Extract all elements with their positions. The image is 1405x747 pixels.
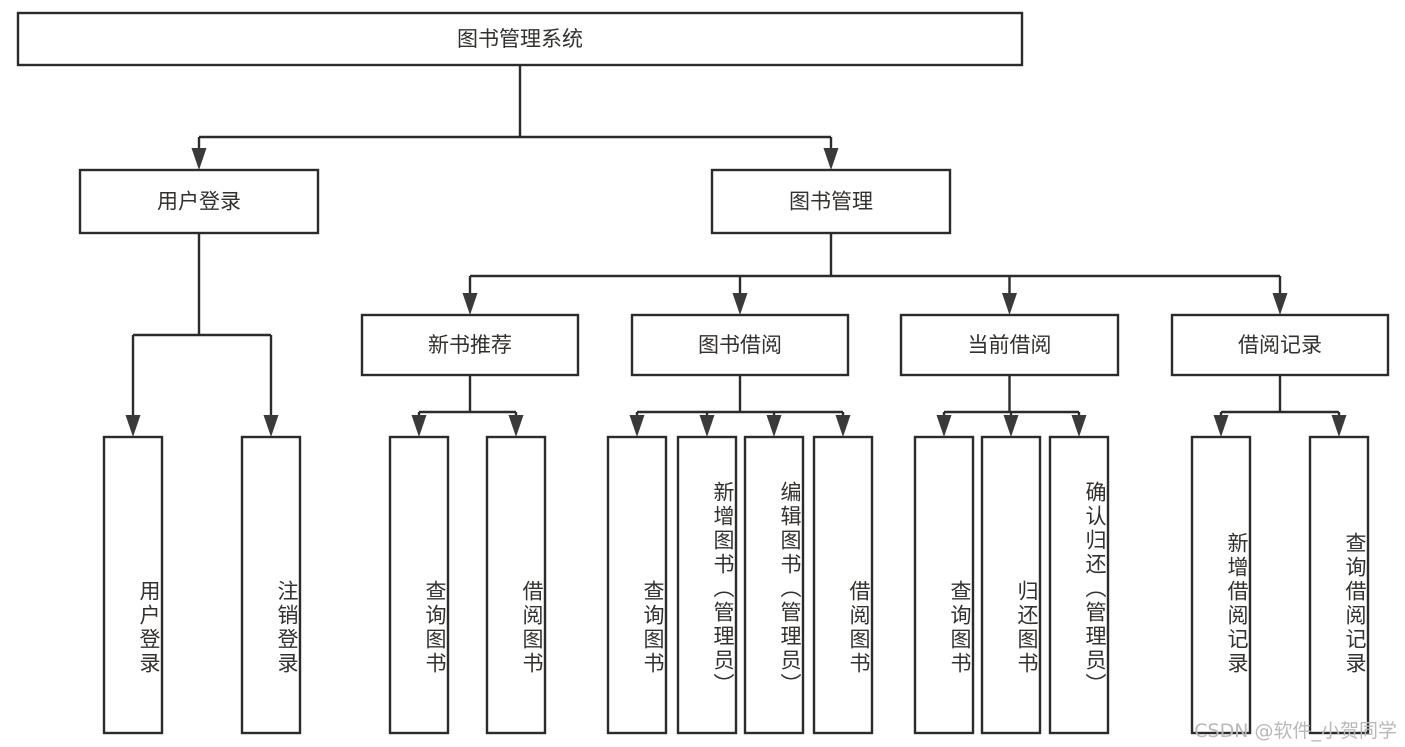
level3-node-label-2: 当前借阅 xyxy=(968,333,1052,357)
leaf-node-box[interactable] xyxy=(913,435,975,735)
level3-node-box-1[interactable] xyxy=(630,313,850,377)
arrow-head-icon xyxy=(411,415,427,437)
arrow-head-icon xyxy=(766,415,782,437)
connector-layer xyxy=(125,65,1347,437)
level2-node-box-0[interactable] xyxy=(78,168,320,235)
root-node-label: 图书管理系统 xyxy=(457,27,583,51)
leaf-node-box[interactable] xyxy=(485,435,547,735)
level3-node-label-0: 新书推荐 xyxy=(428,333,512,357)
arrow-head-icon xyxy=(629,415,645,437)
leaf-node-box[interactable] xyxy=(812,435,874,735)
arrow-head-icon xyxy=(1003,415,1019,437)
leaf-node-box[interactable] xyxy=(240,435,302,735)
arrow-head-icon xyxy=(462,293,478,315)
leaf-node-box[interactable] xyxy=(388,435,450,735)
arrow-head-icon xyxy=(1002,293,1017,315)
arrow-head-icon xyxy=(835,415,851,437)
level2-node-label-1: 图书管理 xyxy=(789,190,873,214)
leaf-node-box[interactable] xyxy=(1190,435,1252,735)
leaf-node-box[interactable] xyxy=(676,435,738,735)
leaf-node-box[interactable] xyxy=(102,435,164,735)
arrow-head-icon xyxy=(732,293,748,315)
arrow-head-icon xyxy=(823,148,839,170)
arrow-head-icon xyxy=(508,415,524,437)
arrow-head-icon xyxy=(1272,293,1288,315)
leaf-node-box[interactable] xyxy=(980,435,1042,735)
level2-node-label-0: 用户登录 xyxy=(157,190,241,214)
level3-node-box-3[interactable] xyxy=(1170,313,1390,377)
arrow-head-icon xyxy=(1331,415,1347,437)
level3-node-box-2[interactable] xyxy=(899,313,1120,377)
level3-node-box-0[interactable] xyxy=(360,313,580,377)
leaf-node-box[interactable] xyxy=(606,435,668,735)
arrow-head-icon xyxy=(263,415,279,437)
leaf-node-box[interactable] xyxy=(743,435,805,735)
arrow-head-icon xyxy=(191,148,207,170)
watermark-text: CSDN @软件_小贺同学 xyxy=(1194,720,1397,742)
root-node-box[interactable] xyxy=(16,11,1024,67)
arrow-head-icon xyxy=(125,415,141,437)
leaf-node-box[interactable] xyxy=(1308,435,1370,735)
arrow-head-icon xyxy=(699,415,715,437)
arrow-head-icon xyxy=(936,415,952,437)
arrow-head-icon xyxy=(1213,415,1229,437)
level2-node-box-1[interactable] xyxy=(710,168,952,235)
arrow-head-icon xyxy=(1071,415,1087,437)
leaf-node-box[interactable] xyxy=(1048,435,1110,735)
level3-node-label-1: 图书借阅 xyxy=(698,333,782,357)
level3-node-label-3: 借阅记录 xyxy=(1238,333,1322,357)
